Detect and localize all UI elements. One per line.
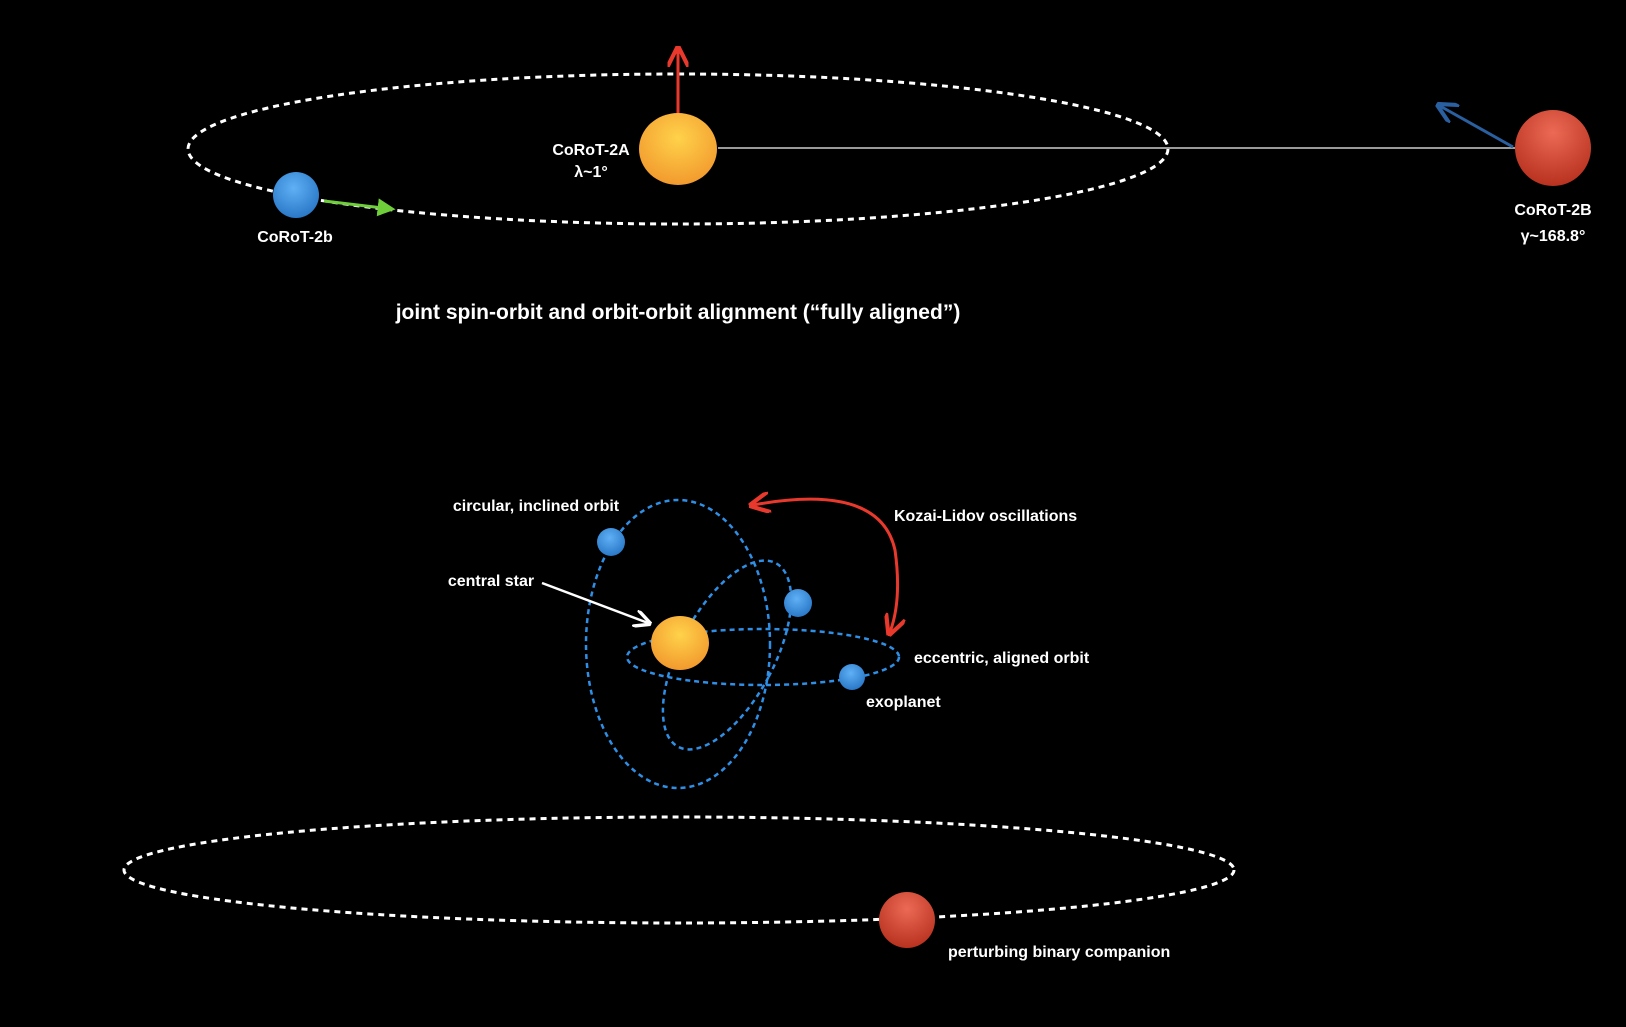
central-star <box>651 616 709 670</box>
inclined-orbit-label: circular, inclined orbit <box>453 498 620 515</box>
companion-label: CoRoT-2B <box>1514 202 1591 219</box>
central-star-label: central star <box>448 573 534 590</box>
corot-2b-companion <box>1515 110 1591 186</box>
star-angle-label: λ~1° <box>574 164 608 181</box>
bottom-panel: circular, inclined orbit central star Ko… <box>122 498 1236 961</box>
planet-inclined-orbit <box>597 528 625 556</box>
exoplanet <box>839 664 865 690</box>
corot-2b-planet <box>273 172 319 218</box>
star-label: CoRoT-2A <box>552 142 630 159</box>
central-star-pointer <box>541 581 648 623</box>
planet-tilted-orbit <box>784 589 812 617</box>
top-caption: joint spin-orbit and orbit-orbit alignme… <box>395 301 961 324</box>
companion-orbit-arrow <box>1440 106 1514 149</box>
planet-label: CoRoT-2b <box>257 229 333 246</box>
eccentric-aligned-orbit <box>625 627 901 687</box>
perturbing-binary-companion <box>879 892 935 948</box>
planet-velocity-arrow <box>323 198 396 217</box>
inclined-orbit-outer <box>584 498 772 790</box>
kozai-lidov-label: Kozai-Lidov oscillations <box>894 508 1077 525</box>
top-panel: CoRoT-2b CoRoT-2A λ~1° CoRoT-2B γ~168.8°… <box>186 50 1592 324</box>
companion-angle-label: γ~168.8° <box>1521 228 1586 245</box>
binary-companion-orbit <box>122 815 1236 925</box>
aligned-orbit-label: eccentric, aligned orbit <box>914 650 1090 667</box>
binary-companion-label: perturbing binary companion <box>948 944 1170 961</box>
kozai-lidov-arrow <box>753 499 898 632</box>
exoplanet-label: exoplanet <box>866 694 941 711</box>
corot-2a-star <box>639 113 717 185</box>
